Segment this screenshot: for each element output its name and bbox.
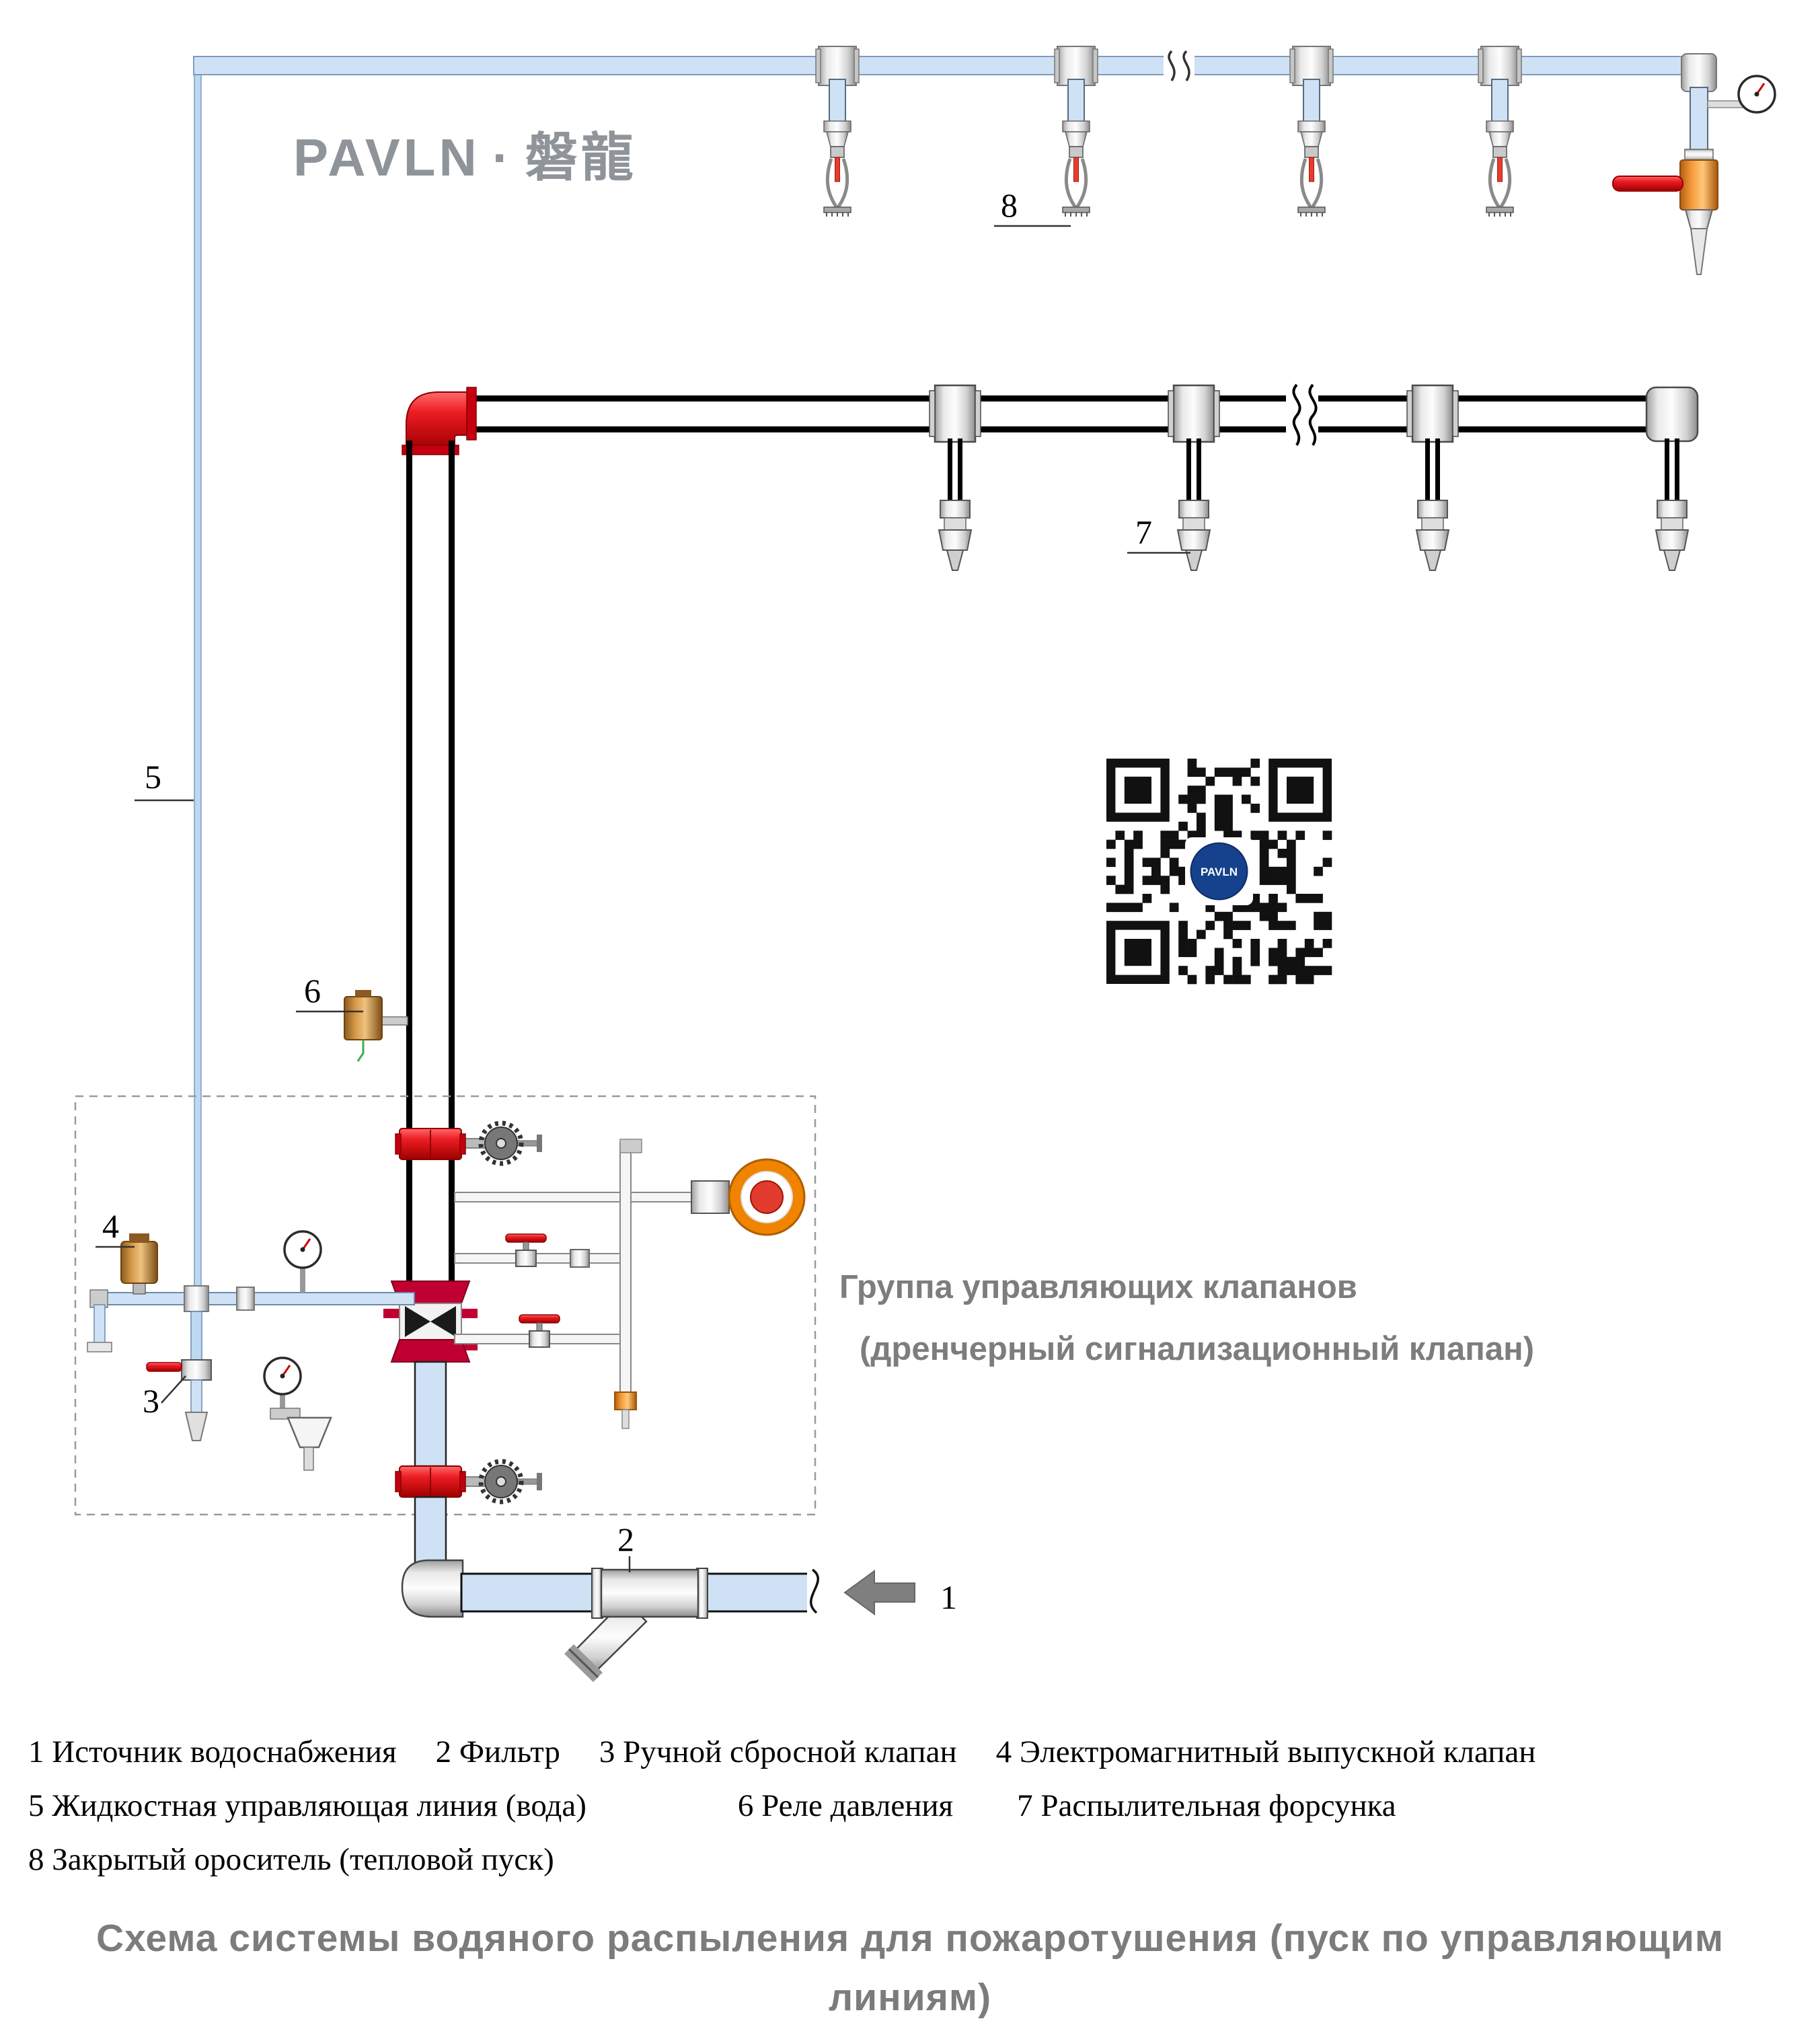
legend-item: 8 Закрытый ороситель (тепловой пуск) <box>28 1842 554 1877</box>
right-trim-piping <box>454 1139 806 1429</box>
spray-nozzle-icon <box>1177 438 1211 571</box>
legend-row: 5 Жидкостная управляющая линия (вода) 6 … <box>28 1788 1797 1824</box>
legend-item: 7 Распылительная форсунка <box>1017 1788 1396 1823</box>
pressure-switch <box>344 990 408 1062</box>
qr-logo-label: PAVLN <box>1201 866 1238 878</box>
red-valve-handle <box>146 1362 182 1372</box>
red-valve-handle <box>1612 176 1683 192</box>
manual-release-valve <box>146 1311 212 1441</box>
tee-fitting <box>928 384 982 443</box>
alarm-gong <box>728 1158 806 1236</box>
closed-sprinkler-icon <box>1063 79 1090 217</box>
solenoid-valve <box>120 1233 158 1295</box>
tee-fitting <box>1406 384 1459 443</box>
red-elbow <box>402 387 477 455</box>
brand-cjk: 磐龍 <box>525 128 637 187</box>
elbow-fitting <box>1645 386 1699 443</box>
grooved-coupling <box>395 1465 466 1498</box>
butterfly-valve-handwheel <box>481 1123 521 1163</box>
brand-name: PAVLN <box>293 128 480 187</box>
tee-fitting <box>1167 384 1221 443</box>
main-riser <box>406 441 455 1281</box>
spray-nozzle-icon <box>1416 438 1449 571</box>
brand-separator: · <box>492 128 513 187</box>
elbow-fitting <box>401 1559 464 1618</box>
legend-item: 4 Электромагнитный выпускной клапан <box>995 1734 1536 1769</box>
legend-item: 2 Фильтр <box>435 1734 560 1769</box>
y-strainer <box>564 1568 708 1683</box>
left-trim-piping <box>87 1230 415 1471</box>
closed-sprinkler-icon <box>824 79 851 217</box>
end-test-valve-assembly <box>1612 53 1776 275</box>
callout-8: 8 <box>1001 186 1018 224</box>
legend-item: 5 Жидкостная управляющая линия (вода) <box>28 1788 586 1823</box>
callouts: 5 8 7 6 4 3 2 1 <box>96 186 1190 1616</box>
butterfly-valve-handwheel <box>481 1461 521 1502</box>
callout-7: 7 <box>1135 513 1152 551</box>
valve-group-caption-line1: Группа управляющих клапанов <box>839 1269 1357 1305</box>
pipe-break-icon <box>1164 50 1195 81</box>
spray-nozzle-icon <box>938 438 972 571</box>
control-valve-group <box>74 1095 817 1571</box>
flow-arrow-icon <box>843 1570 915 1615</box>
callout-2: 2 <box>617 1521 634 1558</box>
diagram-title: Схема системы водяного распыления для по… <box>0 1909 1820 2025</box>
callout-6: 6 <box>304 972 321 1009</box>
pressure-gauge-icon <box>283 1230 322 1269</box>
legend-item: 3 Ручной сбросной клапан <box>599 1734 957 1769</box>
pressure-gauge-icon <box>1737 75 1776 114</box>
brand-logo: PAVLN·磐龍 <box>293 116 637 191</box>
legend-item: 1 Источник водоснабжения <box>28 1734 397 1769</box>
supply-line <box>401 1559 915 1683</box>
legend-item: 6 Реле давления <box>737 1788 954 1823</box>
valve-group-caption: Группа управляющих клапанов (дренчерный … <box>839 1256 1534 1380</box>
legend-row: 8 Закрытый ороситель (тепловой пуск) <box>28 1841 1797 1878</box>
spray-nozzle-icon <box>1655 438 1689 571</box>
legend-row: 1 Источник водоснабжения 2 Фильтр 3 Ручн… <box>28 1734 1797 1770</box>
sprinkler-branch-pipe <box>193 46 1776 275</box>
pressure-gauge-icon <box>263 1357 302 1396</box>
callout-1: 1 <box>940 1578 957 1616</box>
nozzle-branch-pipe <box>402 383 1699 571</box>
closed-sprinkler-icon <box>1486 79 1513 217</box>
closed-sprinkler-icon <box>1298 79 1325 217</box>
pilot-control-line <box>194 70 202 1305</box>
drip-funnel <box>287 1416 332 1449</box>
callout-3: 3 <box>143 1382 159 1420</box>
deluge-valve <box>383 1281 478 1363</box>
diagram-title-line2: линиям) <box>828 1976 992 2019</box>
callout-5: 5 <box>145 758 161 796</box>
pipe-break-icon <box>1286 383 1318 447</box>
legend: 1 Источник водоснабжения 2 Фильтр 3 Ручн… <box>28 1734 1797 1895</box>
qr-code: PAVLN <box>1106 759 1332 985</box>
union-fitting <box>614 1391 637 1410</box>
valve-group-caption-line2: (дренчерный сигнализационный клапан) <box>860 1331 1535 1367</box>
diagram-title-line1: Схема системы водяного распыления для по… <box>96 1917 1724 1960</box>
grooved-coupling <box>395 1128 466 1160</box>
callout-4: 4 <box>102 1207 119 1245</box>
